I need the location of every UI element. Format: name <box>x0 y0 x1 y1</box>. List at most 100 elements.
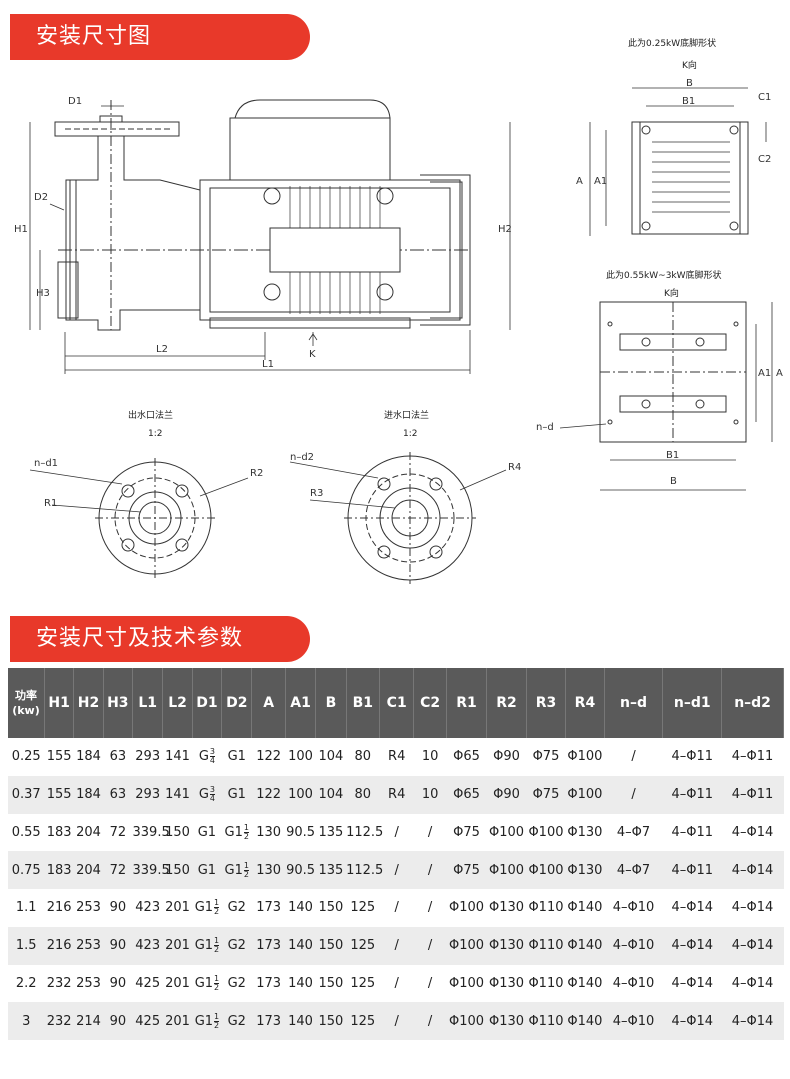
table-cell: Φ100 <box>565 775 605 814</box>
table-cell: Φ100 <box>486 813 527 852</box>
table-cell: 253 <box>73 889 104 927</box>
table-cell: 4–Φ14 <box>721 964 784 1003</box>
table-cell: Φ65 <box>446 775 487 814</box>
table-cell: Φ110 <box>526 1002 566 1040</box>
table-cell: 214 <box>73 1002 104 1040</box>
table-cell: / <box>413 851 447 889</box>
table-cell: 339.5 <box>132 813 170 852</box>
table-cell: 150 <box>315 964 347 1003</box>
table-cell: 90 <box>103 926 133 965</box>
table-cell: 201 <box>162 889 193 927</box>
col-header-4: L1 <box>132 668 164 738</box>
table-cell: 173 <box>251 889 286 927</box>
table-cell: Φ140 <box>565 889 605 927</box>
table-cell: 173 <box>251 964 286 1003</box>
table-cell: 140 <box>285 1002 316 1040</box>
label-k: K <box>309 349 316 360</box>
table-cell: 155 <box>44 775 74 814</box>
table-cell: Φ90 <box>486 775 527 814</box>
table-cell: 4–Φ11 <box>662 738 722 776</box>
table-cell: 423 <box>132 926 163 965</box>
table-cell: 4–Φ10 <box>604 926 663 965</box>
table-cell: 90 <box>103 889 133 927</box>
col-header-8: A <box>251 668 286 738</box>
label-l1: L1 <box>262 359 274 370</box>
foot-025-title: 此为0.25kW底脚形状 <box>628 37 716 49</box>
table-cell: 4–Φ14 <box>721 813 784 852</box>
table-cell: 112.5 <box>346 813 383 852</box>
table-cell: 4–Φ14 <box>662 889 722 927</box>
table-cell: 135 <box>315 851 347 889</box>
inlet-flange-drawing <box>289 452 507 584</box>
table-cell: Φ90 <box>486 738 527 776</box>
table-cell: 0.75 <box>8 851 45 889</box>
table-cell: 339.5 <box>132 851 170 889</box>
table-cell: R4 <box>379 775 414 814</box>
table-cell: 3 <box>8 1002 45 1040</box>
table-cell: / <box>379 851 414 889</box>
table-cell: Φ110 <box>526 926 566 965</box>
table-cell: 4–Φ11 <box>662 775 722 814</box>
table-cell: 140 <box>285 926 316 965</box>
foot-025-b: B <box>686 78 693 89</box>
table-cell: Φ65 <box>446 738 487 776</box>
table-cell: 4–Φ14 <box>662 926 722 965</box>
table-cell: 90 <box>103 1002 133 1040</box>
table-cell: Φ75 <box>446 813 487 852</box>
table-cell: Φ100 <box>526 851 566 889</box>
table-cell: 183 <box>44 813 74 852</box>
table-cell: 100 <box>285 738 316 776</box>
table-cell: Φ75 <box>526 775 566 814</box>
foot-025-c1: C1 <box>758 92 771 103</box>
table-cell: 216 <box>44 889 74 927</box>
table-cell: 293 <box>132 738 163 776</box>
table-cell: 150 <box>315 926 347 965</box>
foot-055-title: 此为0.55kW~3kW底脚形状 <box>606 269 722 281</box>
table-cell: / <box>379 813 414 852</box>
table-cell: 0.25 <box>8 738 45 776</box>
table-cell: 253 <box>73 926 104 965</box>
table-cell: 10 <box>413 775 447 814</box>
table-cell: R4 <box>379 738 414 776</box>
outlet-title: 出水口法兰 <box>128 409 173 421</box>
table-cell: 173 <box>251 1002 286 1040</box>
table-cell: Φ100 <box>446 1002 487 1040</box>
table-cell: 4–Φ11 <box>721 775 784 814</box>
table-cell: G1 <box>221 775 252 814</box>
table-cell: 130 <box>251 813 286 852</box>
table-cell: 216 <box>44 926 74 965</box>
table-cell: 201 <box>162 1002 193 1040</box>
table-cell: 293 <box>132 775 163 814</box>
table-cell: 125 <box>346 926 380 965</box>
col-header-5: L2 <box>162 668 193 738</box>
table-cell: Φ130 <box>565 851 605 889</box>
label-l2: L2 <box>156 344 168 355</box>
table-cell: Φ100 <box>565 738 605 776</box>
table-cell: / <box>413 926 447 965</box>
table-cell: 204 <box>73 813 104 852</box>
label-d2: D2 <box>34 192 48 203</box>
col-header-18: n–d <box>604 668 664 738</box>
table-cell: G1 <box>192 813 222 852</box>
table-cell: / <box>379 1002 414 1040</box>
inlet-title: 进水口法兰 <box>384 409 429 421</box>
label-h2: H2 <box>498 224 512 235</box>
col-header-9: A1 <box>285 668 317 738</box>
table-cell: 2.2 <box>8 964 45 1003</box>
foot-055-a: A <box>776 368 783 379</box>
table-cell: 80 <box>346 775 380 814</box>
foot-055-a1: A1 <box>758 368 771 379</box>
label-d1: D1 <box>68 96 82 107</box>
table-cell: G1 <box>192 851 222 889</box>
table-cell: 90 <box>103 964 133 1003</box>
table-cell: 4–Φ10 <box>604 964 663 1003</box>
table-cell: 125 <box>346 964 380 1003</box>
table-cell: 150 <box>315 889 347 927</box>
technical-drawing: D1 D2 H1 H3 H2 L2 L1 K 此为0.25kW底脚形状 K向 B… <box>14 37 783 584</box>
